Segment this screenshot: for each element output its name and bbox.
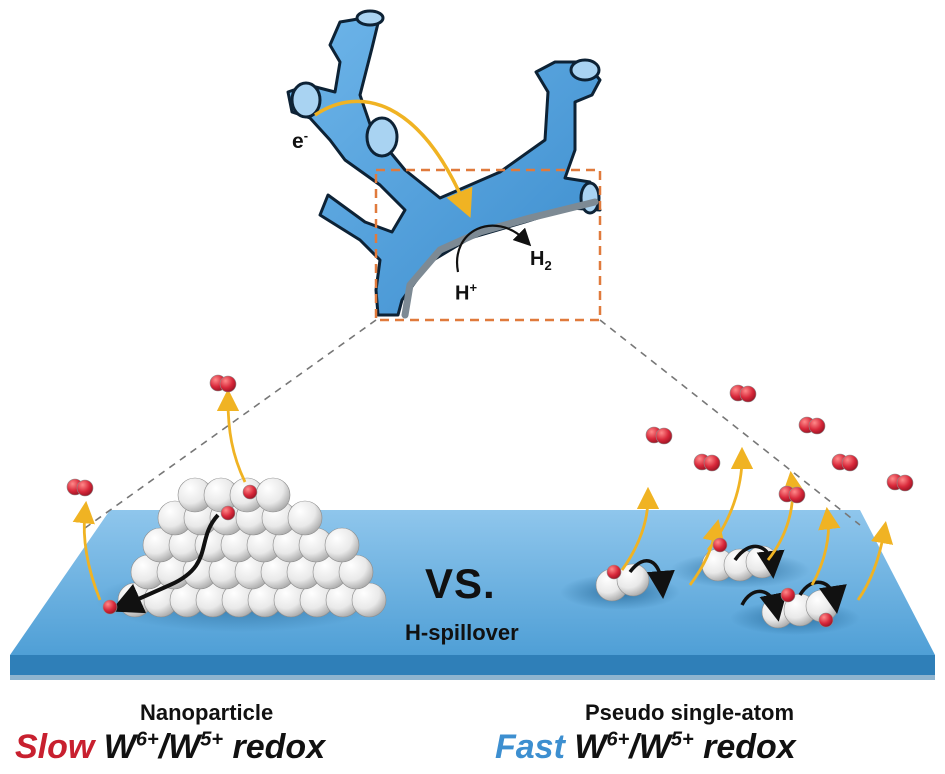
electron-label: e- [292,128,308,154]
branched-nanostructure [286,9,602,319]
slow-word: Slow [15,728,95,766]
fast-redox-label: Fast W6+/W5+ redox [495,728,796,767]
fast-separator: / [629,728,639,766]
release-arrow [72,500,102,601]
adsorbed-hydrogen-atom [818,612,834,628]
fast-charge-a: 6+ [606,728,630,751]
electron-path-arrow [314,99,473,218]
release-arrow [810,506,841,586]
hydrogen-diffusion-arrow [110,513,220,614]
versus-label: VS. [425,560,496,607]
fast-redox-word: redox [703,728,796,766]
proton-label: H+ [455,280,477,306]
slow-charge-b: 5+ [200,728,224,751]
zoom-box [374,168,602,322]
slow-species-b: W [168,728,201,766]
adsorbed-hydrogen-atom [102,599,118,615]
single-atom-caption: Pseudo single-atom [585,700,795,725]
slow-redox-word: redox [232,728,326,766]
adsorbed-hydrogen-atom [242,484,258,500]
adsorbed-hydrogen-atom [712,537,728,553]
hydrogen-gas-label: H2 [530,248,552,273]
hydrogen-gas-symbol: H [530,248,545,270]
electron-symbol: e [292,130,304,153]
release-arrow [856,520,894,601]
nanoparticle-sphere [287,500,323,536]
hydrogen-molecule-atom [655,427,673,445]
adsorbed-hydrogen-atom [606,564,622,580]
slow-separator: / [158,728,169,766]
nanoparticle-caption: Nanoparticle [140,700,274,725]
proton-symbol: H [455,282,470,305]
hydrogen-molecule-atom [808,417,826,435]
release-arrow [688,519,725,586]
proton-reduction-arrow [455,224,532,273]
hydrogen-molecule-atom [841,454,859,472]
slow-charge-a: 6+ [135,728,159,751]
hydrogen-molecule-atom [703,454,721,472]
fast-species-b: W [638,728,671,766]
hydrogen-molecule-atom [788,486,806,504]
hydrogen-gas-subscript: 2 [544,258,552,273]
zoom-lines [84,319,861,529]
hydrogen-molecule-atom [896,474,914,492]
electron-charge: - [303,128,309,143]
spillover-label: H-spillover [405,620,519,645]
fast-word: Fast [495,728,565,766]
proton-charge: + [469,280,478,295]
release-arrow [620,486,660,571]
nanoparticle-sphere [324,527,360,563]
hydrogen-molecule-atom [739,385,757,403]
adsorbed-hydrogen-atom [220,505,236,521]
release-arrow [216,388,247,483]
hop-arrows [628,544,847,622]
adsorbed-hydrogen-atom [780,587,796,603]
hydrogen-molecule-atom [76,479,94,497]
fast-species-a: W [574,728,607,766]
slow-species-a: W [103,728,136,766]
slow-redox-label: Slow W6+/W5+ redox [15,728,325,767]
fast-charge-b: 5+ [670,728,694,751]
hydrogen-molecule-atom [219,375,237,393]
hydrogen-atoms [66,374,914,628]
nanoparticle-sphere [255,477,291,513]
